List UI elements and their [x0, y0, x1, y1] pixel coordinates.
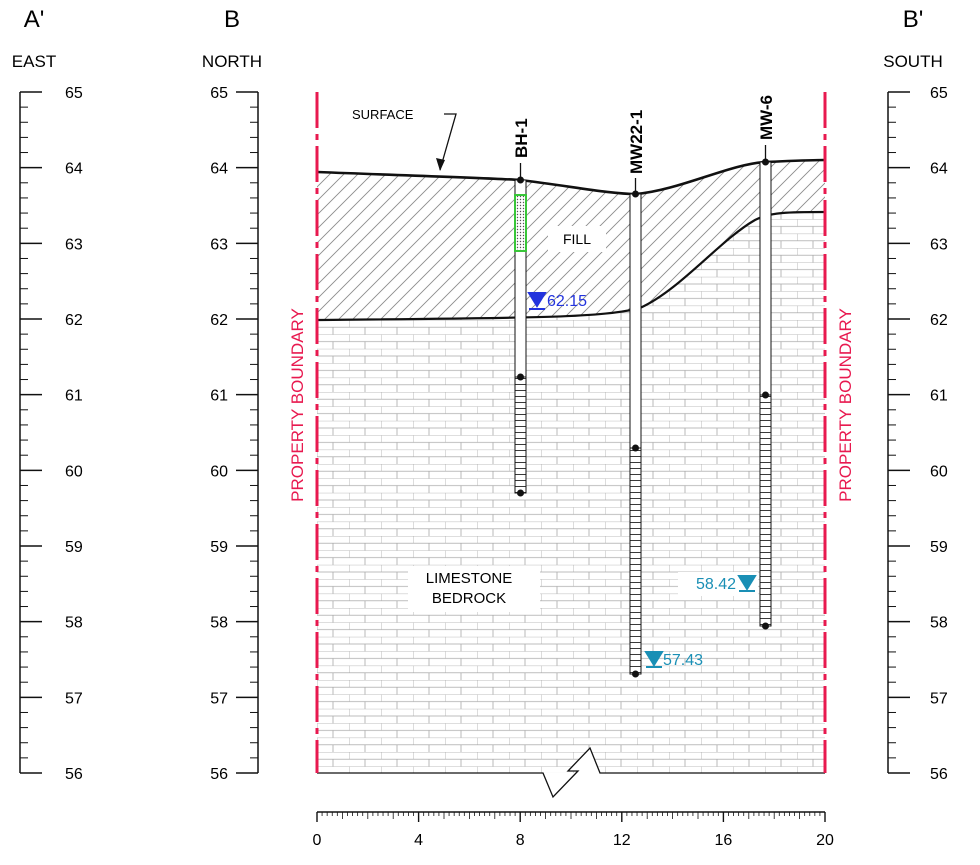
mw-6-screen-top-dot: [762, 391, 769, 399]
property-boundary-left-label-box: PROPERTY BOUNDARY: [285, 278, 309, 528]
property-boundary-left-label: PROPERTY BOUNDARY: [288, 308, 307, 502]
mw22-1-label: MW22-1: [627, 110, 646, 174]
mw-6-riser: [759, 161, 772, 396]
section-a-prime-letter: A': [24, 6, 45, 33]
distance-tick-label: 20: [816, 832, 834, 849]
well-mw22-1: MW22-1 57.43: [627, 110, 703, 678]
section-b-direction: NORTH: [202, 52, 262, 71]
distance-tick-label: 12: [613, 832, 631, 849]
well-bh-1: BH-1 62.15: [512, 118, 587, 497]
surface-leader: [439, 113, 457, 171]
b-prime-tick-label: 65: [930, 85, 948, 102]
property-boundary-left: PROPERTY BOUNDARY: [285, 92, 319, 773]
surface-leader-arrow: [436, 158, 445, 171]
mw22-1-screen-top-dot: [632, 444, 639, 452]
mw-6-label: MW-6: [757, 95, 776, 140]
b-tick-label: 63: [210, 236, 228, 253]
section-a-prime-direction: EAST: [12, 52, 56, 71]
bedrock-layer: [317, 212, 825, 773]
b-tick-label: 64: [210, 161, 228, 178]
fill-label: FILL: [563, 231, 591, 247]
surface-label-group: SURFACE: [352, 107, 457, 171]
section-b-prime-direction: SOUTH: [883, 52, 943, 71]
a-prime-tick-label: 59: [65, 539, 83, 556]
b-tick-label: 56: [210, 766, 228, 783]
bh-1-screen: [514, 376, 527, 494]
scale-b-prime: B' SOUTH 65 64 63 62 61 60 59 58 57 56: [883, 6, 948, 783]
mw-6-screen: [759, 394, 772, 627]
mw22-1-screen: [629, 447, 642, 675]
b-prime-tick-label: 61: [930, 388, 948, 405]
well-mw-6: MW-6 58.42: [678, 95, 776, 630]
b-tick-label: 62: [210, 312, 228, 329]
section-bottom-break-line: [317, 746, 825, 799]
property-boundary-right-label: PROPERTY BOUNDARY: [836, 308, 855, 502]
mw22-1-riser: [629, 193, 642, 449]
a-prime-tick-label: 63: [65, 236, 83, 253]
b-tick-label: 61: [210, 388, 228, 405]
bh-1-sample-interval: [514, 194, 527, 252]
bedrock-label-line2: BEDROCK: [432, 590, 506, 607]
section-b-letter: B: [224, 6, 240, 33]
mw22-1-bottom-dot: [632, 670, 639, 678]
scale-a-prime: A' EAST 65 64 63 62 61 60 59 58 57 56: [12, 6, 83, 783]
a-prime-tick-label: 61: [65, 388, 83, 405]
distance-tick-label: 0: [313, 832, 322, 849]
b-prime-tick-label: 58: [930, 615, 948, 632]
bedrock-label-line1: LIMESTONE: [426, 570, 512, 587]
b-prime-tick-label: 62: [930, 312, 948, 329]
a-prime-tick-label: 62: [65, 312, 83, 329]
a-prime-tick-label: 56: [65, 766, 83, 783]
b-tick-label: 57: [210, 690, 228, 707]
b-prime-tick-label: 57: [930, 690, 948, 707]
mw-6-water-level-icon: [737, 575, 757, 592]
bh-1-water-level: 62.15: [547, 293, 587, 310]
scale-b: B NORTH 65 64 63 62 61 60 59 58 57 56: [202, 6, 262, 783]
mw22-1-water-level: 57.43: [663, 652, 703, 669]
distance-scale: 0 4 8 12 16 20: [313, 811, 834, 849]
property-boundary-right: PROPERTY BOUNDARY: [823, 92, 857, 773]
mw22-1-water-level-icon: [644, 651, 664, 668]
b-prime-tick-label: 59: [930, 539, 948, 556]
b-prime-tick-label: 56: [930, 766, 948, 783]
b-tick-label: 65: [210, 85, 228, 102]
surface-label: SURFACE: [352, 107, 414, 122]
b-tick-label: 60: [210, 463, 228, 480]
b-prime-tick-label: 60: [930, 463, 948, 480]
bh-1-screen-top-dot: [517, 373, 524, 381]
a-prime-tick-label: 60: [65, 463, 83, 480]
distance-tick-label: 8: [516, 832, 525, 849]
bh-1-water-level-icon: [527, 292, 547, 310]
a-prime-tick-label: 65: [65, 85, 83, 102]
a-prime-tick-label: 64: [65, 161, 83, 178]
a-prime-tick-label: 58: [65, 615, 83, 632]
mw-6-water-level: 58.42: [696, 576, 736, 593]
distance-tick-label: 16: [715, 832, 733, 849]
distance-tick-label: 4: [414, 832, 423, 849]
b-prime-tick-label: 64: [930, 161, 948, 178]
b-tick-label: 59: [210, 539, 228, 556]
b-prime-tick-label: 63: [930, 236, 948, 253]
bh-1-bottom-dot: [517, 489, 524, 497]
mw-6-bottom-dot: [762, 622, 769, 630]
b-tick-label: 58: [210, 615, 228, 632]
section-b-prime-letter: B': [903, 6, 924, 33]
a-prime-tick-label: 57: [65, 690, 83, 707]
bh-1-label: BH-1: [512, 118, 531, 158]
